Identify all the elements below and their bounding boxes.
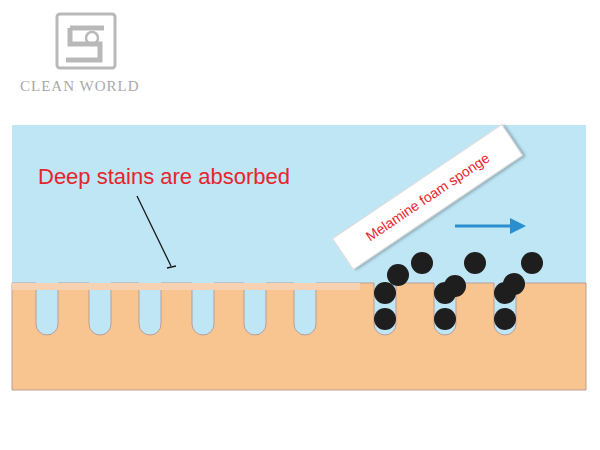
leader-line <box>137 196 176 268</box>
surface <box>12 283 586 390</box>
brand-name: CLEAN WORLD <box>20 78 139 95</box>
pores <box>37 290 315 334</box>
logo-icon <box>57 14 115 68</box>
motion-arrow <box>455 218 526 234</box>
callout-text: Deep stains are absorbed <box>38 164 290 190</box>
stain-layer <box>12 283 360 290</box>
dirt-particles <box>374 252 543 330</box>
